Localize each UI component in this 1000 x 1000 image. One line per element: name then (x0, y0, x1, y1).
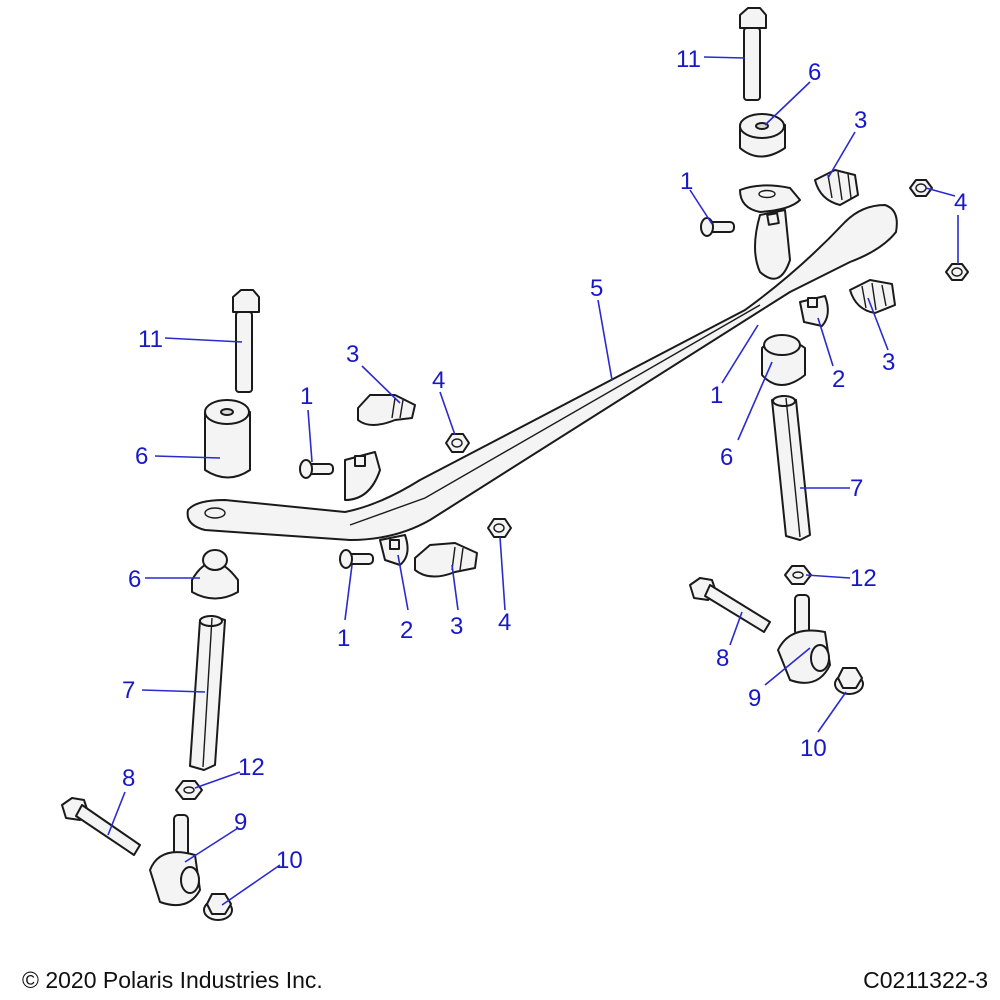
bushing-6-left-upper (204, 399, 251, 479)
bolt-11-left (232, 289, 260, 393)
bolt-8-left (61, 797, 141, 856)
callout-label: 4 (432, 367, 445, 394)
bushing-6-left-lower (191, 549, 239, 600)
callout-label: 7 (122, 677, 135, 704)
callout-label: 3 (346, 341, 359, 368)
callout-label: 4 (954, 189, 967, 216)
bushing-6-upper-right (739, 113, 786, 158)
callout-label: 9 (234, 809, 247, 836)
ball-joint-9-right (777, 594, 831, 684)
flange-nut-10-right (834, 667, 864, 695)
bolt-1-upper-right (700, 217, 735, 237)
right-lower-bracket (799, 295, 829, 327)
bushing-6-right-lower (761, 334, 806, 386)
callout-label: 10 (800, 735, 827, 762)
left-upper-bracket (344, 451, 381, 501)
callout-label: 5 (590, 275, 603, 302)
callout-label: 9 (748, 685, 761, 712)
nut-12-left (175, 780, 203, 800)
callout-label: 12 (238, 754, 265, 781)
copyright-text: © 2020 Polaris Industries Inc. (22, 967, 323, 993)
callout-label: 2 (832, 366, 845, 393)
callout-labels: 11 6 3 1 4 4 5 3 2 1 6 7 11 3 4 1 6 6 2 … (122, 46, 967, 874)
nut-4-left-upper (445, 433, 470, 453)
ball-joint-9-left (149, 814, 201, 906)
callout-label: 1 (680, 168, 693, 195)
callout-label: 1 (337, 625, 350, 652)
callout-label: 6 (128, 566, 141, 593)
callout-label: 1 (710, 382, 723, 409)
bolt-11-upper-right (739, 7, 767, 101)
callout-label: 10 (276, 847, 303, 874)
callout-label: 3 (882, 349, 895, 376)
bolt-1-left-lower (339, 549, 374, 569)
callout-label: 3 (450, 613, 463, 640)
callout-label: 2 (400, 617, 413, 644)
bolt-1-left-upper (299, 459, 334, 479)
callout-label: 7 (850, 475, 863, 502)
upper-right-bracket (739, 184, 801, 280)
callout-label: 3 (854, 107, 867, 134)
left-upper-clamp (357, 394, 416, 426)
callout-label: 6 (720, 444, 733, 471)
link-7-right (771, 395, 811, 541)
callout-label: 1 (300, 383, 313, 410)
callout-label: 11 (138, 326, 163, 353)
flange-nut-10-left (203, 893, 233, 921)
right-lower-clamp (849, 279, 896, 314)
callout-label: 6 (808, 59, 821, 86)
nut-4-left-lower (487, 518, 512, 538)
callout-label: 4 (498, 609, 511, 636)
stabilizer-bar (186, 204, 898, 541)
nut-4-upper-right-b (945, 263, 969, 281)
callout-label: 11 (676, 46, 701, 73)
upper-right-clamp (814, 169, 859, 206)
leader-lines (107, 56, 959, 906)
link-7-left (189, 615, 226, 771)
bolt-8-right (689, 577, 771, 633)
figure-id: C0211322-3 (863, 967, 988, 993)
callout-label: 8 (716, 645, 729, 672)
callout-label: 6 (135, 443, 148, 470)
callout-label: 8 (122, 765, 135, 792)
left-lower-clamp (414, 542, 478, 578)
callout-label: 12 (850, 565, 877, 592)
left-lower-bracket (379, 534, 409, 566)
